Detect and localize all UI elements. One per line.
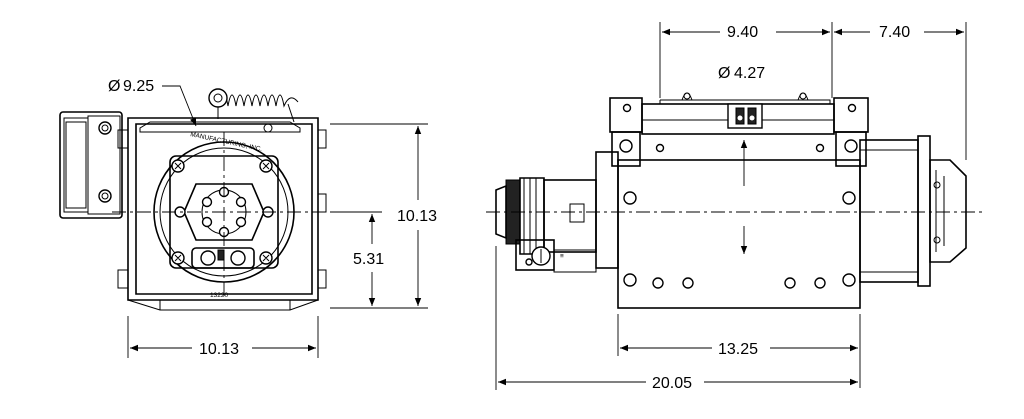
side-view: ≡ <box>495 92 967 309</box>
front-centerlines <box>112 132 362 298</box>
top-span-value: 9.40 <box>727 24 758 41</box>
front-bolt-circle-symbol: Ø <box>108 78 120 95</box>
right-end-cap <box>859 135 967 287</box>
right-overhang-value: 7.40 <box>879 24 910 41</box>
return-spring <box>208 88 299 123</box>
front-dimensions: Ø 9.25 10.13 5.31 10.13 <box>108 78 437 358</box>
motor-mark: ≡ <box>560 253 564 260</box>
body-length-value: 13.25 <box>718 341 758 358</box>
side-solenoid-box <box>59 111 123 219</box>
port-diameter-value: 4.27 <box>734 65 765 82</box>
port-diameter-symbol: Ø <box>718 65 730 82</box>
front-width-value: 10.13 <box>199 341 239 358</box>
top-clamp <box>609 92 869 135</box>
overall-length-value: 20.05 <box>652 375 692 392</box>
clamp-legs <box>611 131 867 167</box>
front-bolt-circle-value: 9.25 <box>123 78 154 95</box>
side-dimensions: 9.40 7.40 Ø 4.27 13.25 20.05 <box>495 22 967 392</box>
main-body <box>617 159 861 309</box>
part-number-text: 13220 <box>210 292 228 299</box>
front-height-value: 10.13 <box>397 208 437 225</box>
front-view: MANUFACTURING, INC. 13220 <box>59 88 327 311</box>
front-center-height-value: 5.31 <box>353 251 384 268</box>
